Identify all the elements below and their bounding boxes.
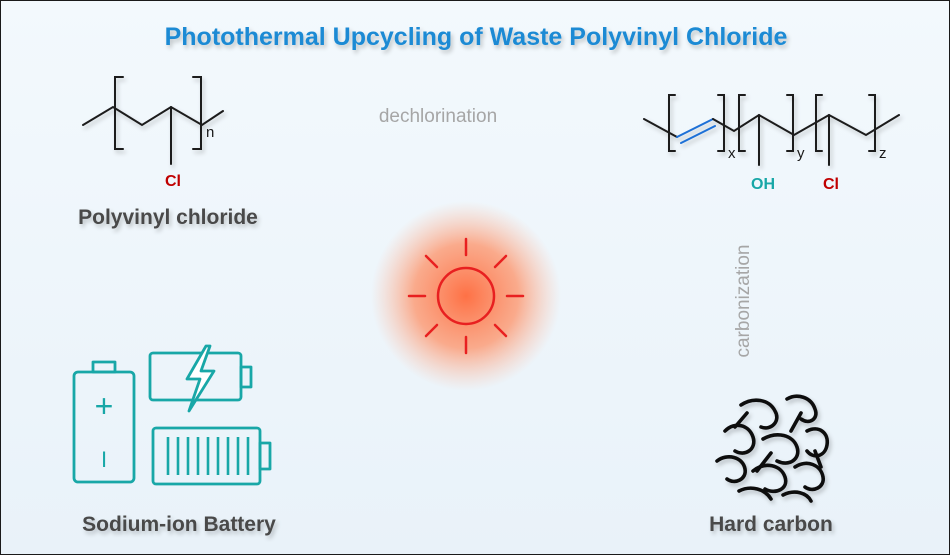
step-dechlorination-label: dechlorination bbox=[379, 106, 497, 127]
step-carbonization-label: carbonization bbox=[733, 244, 754, 357]
sun-icon bbox=[371, 201, 561, 391]
hard-carbon-label: Hard carbon bbox=[709, 513, 833, 536]
charging-battery-icon bbox=[148, 344, 253, 413]
polymer-subscript-x: x bbox=[728, 145, 736, 162]
battery-label: Sodium-ion Battery bbox=[82, 513, 276, 536]
page-title: Photothermal Upcycling of Waste Polyviny… bbox=[165, 23, 788, 51]
polymer-subscript-y: y bbox=[797, 145, 805, 162]
dechlorinated-polymer-structure bbox=[643, 94, 900, 166]
pvc-chlorine-atom: Cl bbox=[165, 173, 181, 190]
hard-carbon-icon bbox=[715, 394, 830, 503]
pvc-label: Polyvinyl chloride bbox=[78, 206, 258, 229]
polymer-chlorine-atom: Cl bbox=[823, 176, 839, 193]
battery-icon bbox=[72, 360, 136, 484]
pvc-structure bbox=[82, 76, 224, 165]
polymer-hydroxyl-group: OH bbox=[751, 176, 775, 193]
battery-minus-sign: I bbox=[101, 447, 107, 472]
polymer-subscript-z: z bbox=[879, 145, 887, 162]
battery-plus-sign: + bbox=[95, 388, 114, 424]
full-battery-icon bbox=[151, 426, 272, 486]
pvc-repeat-subscript: n bbox=[206, 124, 214, 141]
